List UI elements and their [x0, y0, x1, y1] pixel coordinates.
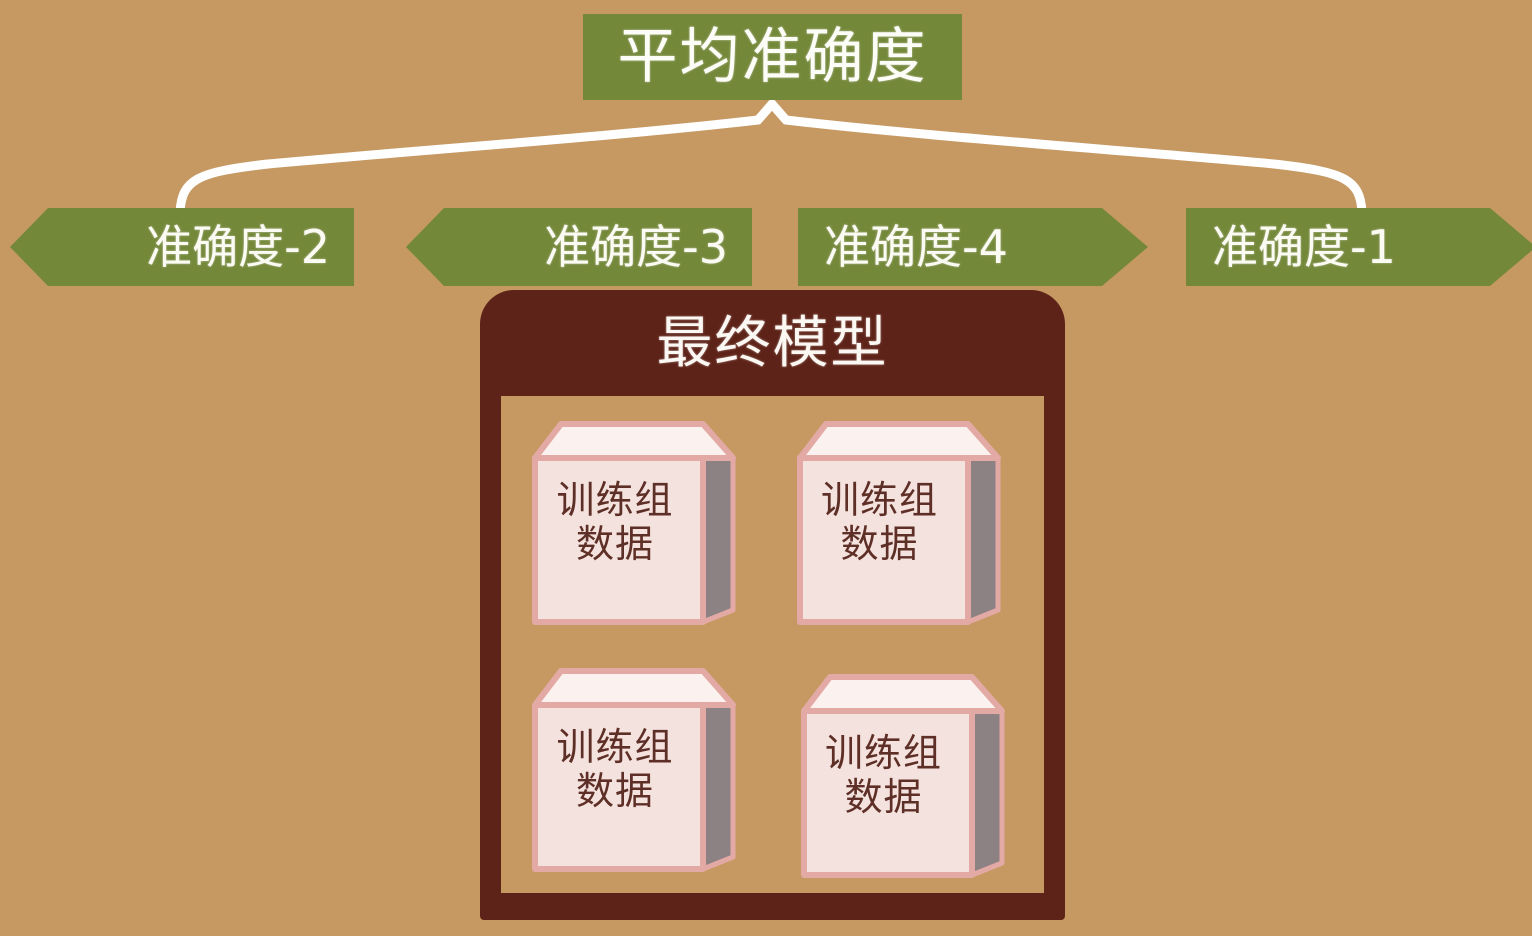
accuracy-arrow-2-label: 准确度-2 [146, 220, 330, 274]
cube-3d-icon [532, 667, 736, 872]
accuracy-arrow-2: 准确度-2 [10, 208, 354, 286]
training-data-cube: 训练组 数据 [792, 414, 1004, 632]
training-data-cell: 训练组 数据 [776, 645, 1031, 880]
training-data-cube: 训练组 数据 [527, 414, 739, 632]
accuracy-arrow-3: 准确度-3 [406, 208, 752, 286]
final-model-container: 最终模型 训练组 数据 [480, 290, 1065, 920]
final-model-header: 最终模型 [480, 290, 1065, 398]
training-data-cell: 训练组 数据 [515, 408, 770, 643]
accuracy-arrow-4: 准确度-4 [798, 208, 1148, 286]
training-data-cube: 训练组 数据 [796, 667, 1008, 885]
average-accuracy-title-label: 平均准确度 [617, 22, 928, 92]
training-data-cell: 训练组 数据 [515, 645, 770, 880]
accuracy-arrow-1: 准确度-1 [1186, 208, 1532, 286]
training-data-cell: 训练组 数据 [776, 408, 1031, 643]
training-data-grid: 训练组 数据 训练组 数据 [501, 396, 1044, 893]
final-model-header-label: 最终模型 [656, 311, 889, 376]
average-accuracy-title-box: 平均准确度 [583, 14, 962, 100]
cube-3d-icon [796, 421, 1001, 625]
cube-3d-icon [800, 673, 1005, 878]
accuracy-arrow-3-label: 准确度-3 [544, 220, 728, 274]
cube-3d-icon [532, 421, 736, 625]
training-data-cube: 训练组 数据 [527, 661, 739, 879]
accuracy-arrow-4-label: 准确度-4 [824, 220, 1008, 274]
accuracy-arrow-1-label: 准确度-1 [1212, 220, 1396, 274]
